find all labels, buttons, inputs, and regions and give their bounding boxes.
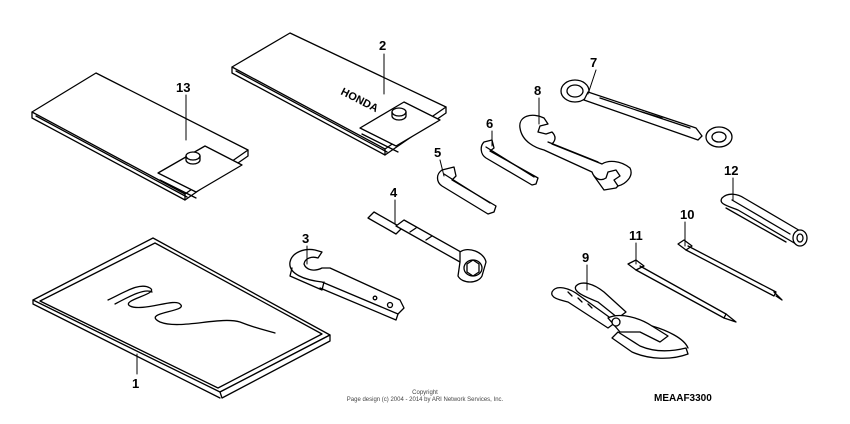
hex-key-6[interactable]: [480, 139, 539, 186]
callout-3: 3: [302, 231, 309, 246]
box-end-wrench-7[interactable]: [560, 79, 733, 148]
hex-key-5[interactable]: [436, 166, 497, 215]
callout-1: 1: [132, 376, 139, 391]
callout-12: 12: [724, 163, 738, 178]
pliers-9[interactable]: [551, 282, 689, 359]
leader-lines: [136, 53, 734, 375]
copyright-line-1: Copyright: [412, 390, 438, 396]
owners-manual-1[interactable]: [32, 237, 331, 399]
callout-11: 11: [629, 228, 643, 243]
callout-13: 13: [176, 80, 190, 95]
screwdriver-handle-12[interactable]: [720, 193, 808, 247]
callout-9: 9: [582, 250, 589, 265]
callout-7: 7: [590, 55, 597, 70]
screwdriver-10[interactable]: [677, 239, 783, 301]
tool-pouch-2[interactable]: [231, 32, 447, 156]
diagram-code: MEAAF3300: [654, 393, 712, 404]
callout-2: 2: [379, 38, 386, 53]
callout-10: 10: [680, 207, 694, 222]
pin-spanner-3[interactable]: [289, 248, 405, 321]
callout-5: 5: [434, 145, 441, 160]
tool-pouch-13[interactable]: [31, 72, 249, 201]
copyright-line-2: Page design (c) 2004 - 2014 by ARI Netwo…: [346, 397, 504, 403]
spark-plug-wrench-4[interactable]: [367, 211, 487, 283]
callout-4: 4: [390, 185, 398, 200]
callout-6: 6: [486, 116, 493, 131]
screwdriver-11[interactable]: [627, 259, 737, 323]
callout-8: 8: [534, 83, 541, 98]
open-end-wrench-8[interactable]: [519, 114, 632, 191]
